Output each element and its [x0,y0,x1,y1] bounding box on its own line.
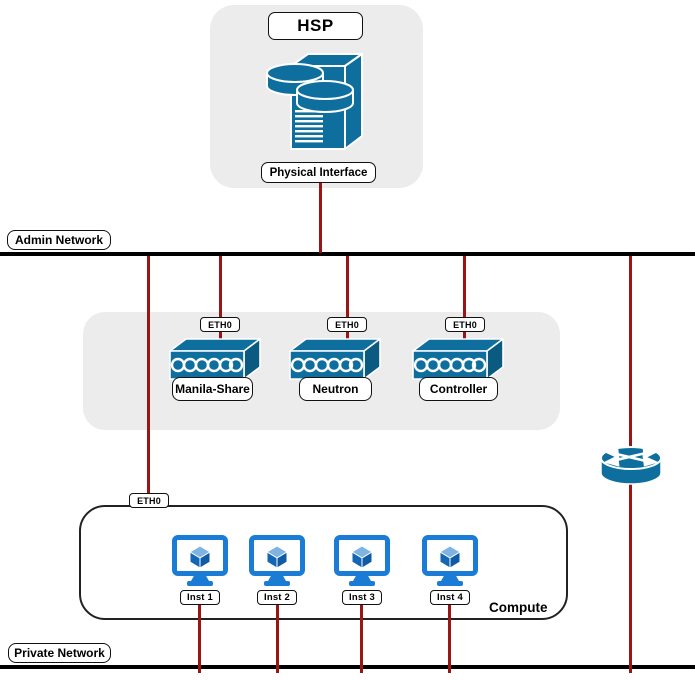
storage-server-icon [266,53,363,150]
neutron-label: Neutron [299,377,372,401]
instance-monitor-icon [422,535,478,586]
link-admin-neutron [346,256,349,318]
instance-monitor-icon [249,535,305,586]
hsp-title: HSP [268,12,363,40]
controller-eth0-tag: ETH0 [445,317,485,332]
inst2-tag: Inst 2 [257,590,297,605]
switch-icon [412,338,504,380]
link-admin-controller-stub [463,330,466,342]
inst1-tag: Inst 1 [180,590,220,605]
link-hsp-admin [319,183,322,253]
link-inst3-private [360,605,363,673]
link-admin-neutron-stub [346,330,349,342]
neutron-eth0-tag: ETH0 [327,317,367,332]
instance-monitor-icon [334,535,390,586]
manila-share-label: Manila-Share [172,377,253,401]
link-admin-manila-stub [219,330,222,342]
switch-icon [289,338,381,380]
link-admin-compute [147,256,150,494]
instance-monitor-icon [172,535,228,586]
physical-interface-label: Physical Interface [261,162,376,183]
link-inst4-private [448,605,451,673]
manila-eth0-tag: ETH0 [200,317,240,332]
compute-box [79,505,568,620]
admin-network-bus [0,252,695,256]
inst3-tag: Inst 3 [342,590,382,605]
compute-eth0-tag: ETH0 [129,493,169,508]
link-inst2-private [276,605,279,673]
link-admin-controller [463,256,466,318]
inst4-tag: Inst 4 [430,590,470,605]
private-network-bus [0,665,695,669]
compute-caption: Compute [489,600,548,615]
link-admin-manila [219,256,222,318]
switch-icon [169,338,261,380]
private-network-label: Private Network [8,643,111,663]
controller-label: Controller [419,377,498,401]
router-icon [600,446,662,485]
admin-network-label: Admin Network [7,230,111,250]
link-inst1-private [198,605,201,673]
